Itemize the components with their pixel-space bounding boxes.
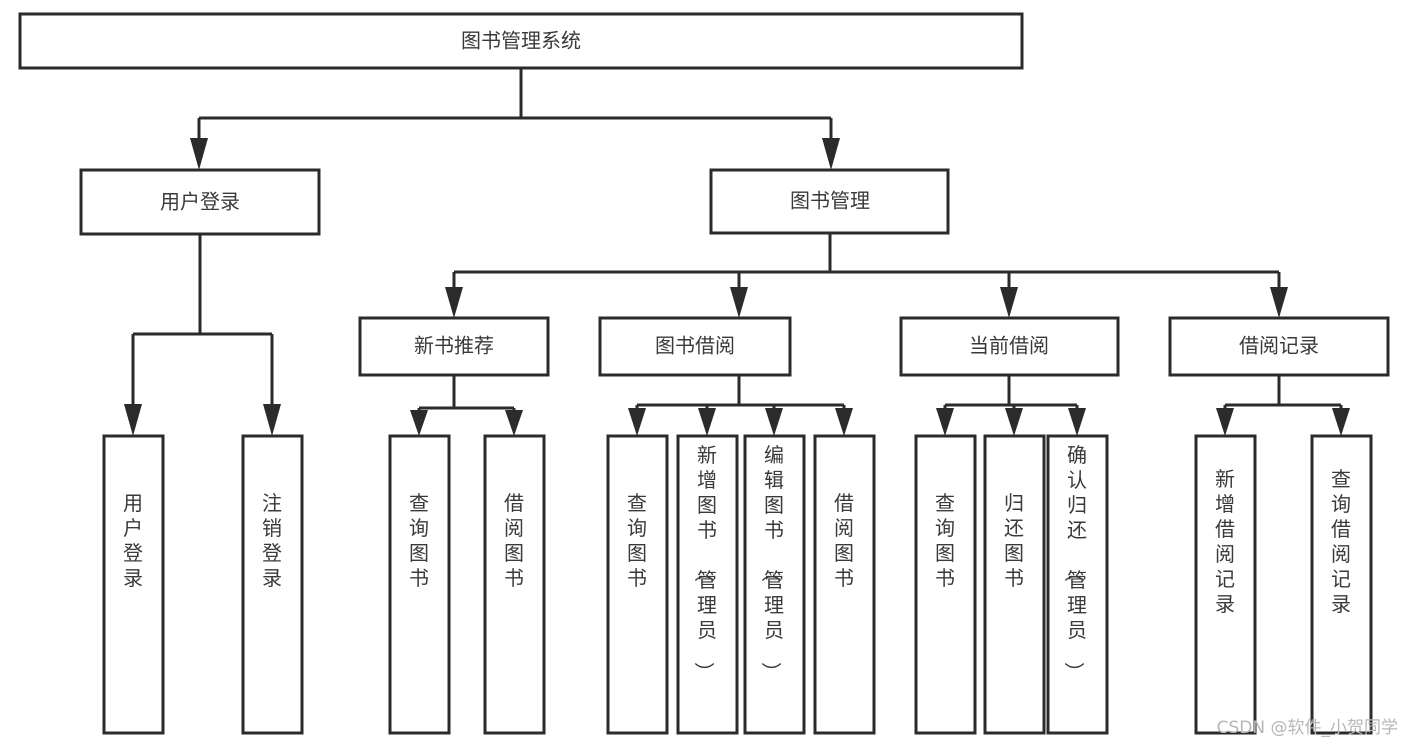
node-borrow-record-box[interactable] <box>1168 316 1390 377</box>
arrow-head-user-login <box>190 138 208 170</box>
leaf-node-borrow-book[interactable]: 借阅图书 <box>813 434 876 735</box>
leaf-node-logout-label: 注销登录 <box>262 491 282 590</box>
arrow-head-leaf-edit-book <box>765 408 783 436</box>
leaf-node-borrow-book-label: 借阅图书 <box>834 491 854 590</box>
leaf-node-return-book[interactable]: 归还图书 <box>983 434 1046 735</box>
arrow-head-leaf-borrow-book-rec <box>505 410 523 436</box>
leaf-node-query-book-rec[interactable]: 查询图书 <box>388 434 451 735</box>
node-new-book-rec-box[interactable] <box>358 316 550 377</box>
arrow-head-book-borrow <box>730 287 748 318</box>
leaf-node-edit-book-box[interactable] <box>743 434 806 735</box>
leaf-node-query-book-borrow-box[interactable] <box>606 434 669 735</box>
leaf-node-return-book-box[interactable] <box>983 434 1046 735</box>
leaf-node-borrow-book-rec[interactable]: 借阅图书 <box>483 434 546 735</box>
leaf-node-query-book-borrow[interactable]: 查询图书 <box>606 434 669 735</box>
arrow-head-leaf-user-login <box>124 404 142 436</box>
node-user-login-label: 用户登录 <box>160 190 240 214</box>
node-book-manage-label: 图书管理 <box>790 189 870 213</box>
leaf-node-add-book[interactable]: 新增图书（管理员） <box>676 434 739 735</box>
leaf-node-query-record-label: 查询借阅记录 <box>1331 467 1351 616</box>
node-user-login[interactable]: 用户登录 <box>79 168 321 236</box>
leaf-node-add-book-box[interactable] <box>676 434 739 735</box>
leaf-node-user-login[interactable]: 用户登录 <box>102 434 165 735</box>
node-book-manage[interactable]: 图书管理 <box>709 168 950 235</box>
node-book-borrow-label: 图书借阅 <box>655 334 735 358</box>
leaf-node-confirm-return[interactable]: 确认归还（管理员） <box>1046 434 1109 735</box>
arrow-head-leaf-confirm-return <box>1068 408 1086 436</box>
leaf-node-confirm-return-box[interactable] <box>1046 434 1109 735</box>
arrow-head-current-borrow <box>1000 287 1018 318</box>
leaf-node-query-book-current-label: 查询图书 <box>935 491 955 590</box>
arrow-head-leaf-borrow-book <box>835 408 853 436</box>
leaf-node-query-record[interactable]: 查询借阅记录 <box>1310 434 1373 735</box>
connector-layer <box>124 68 1350 436</box>
node-current-borrow-label: 当前借阅 <box>969 334 1049 358</box>
leaf-node-add-record-box[interactable] <box>1194 434 1257 735</box>
node-borrow-record[interactable]: 借阅记录 <box>1168 316 1390 377</box>
leaf-node-query-book-current[interactable]: 查询图书 <box>914 434 977 735</box>
leaf-node-query-book-rec-label: 查询图书 <box>409 491 429 590</box>
node-current-borrow-box[interactable] <box>899 316 1120 377</box>
arrow-head-leaf-query-book-borrow <box>628 408 646 436</box>
node-book-manage-box[interactable] <box>709 168 950 235</box>
node-book-borrow-box[interactable] <box>598 316 792 377</box>
arrow-head-leaf-query-book-rec <box>410 410 428 436</box>
leaf-node-add-record[interactable]: 新增借阅记录 <box>1194 434 1257 735</box>
node-current-borrow[interactable]: 当前借阅 <box>899 316 1120 377</box>
arrow-head-book-manage <box>822 138 840 170</box>
arrow-head-leaf-add-book <box>698 408 716 436</box>
leaf-node-query-book-borrow-label: 查询图书 <box>627 491 647 590</box>
arrow-head-leaf-query-record <box>1332 408 1350 436</box>
node-new-book-rec-label: 新书推荐 <box>414 334 494 358</box>
node-new-book-rec[interactable]: 新书推荐 <box>358 316 550 377</box>
leaf-node-logout-box[interactable] <box>241 434 304 735</box>
node-root-label: 图书管理系统 <box>461 29 581 53</box>
arrow-head-leaf-add-record <box>1216 408 1234 436</box>
leaf-node-add-book-label: 新增图书（管理员） <box>692 443 717 682</box>
leaf-node-user-login-box[interactable] <box>102 434 165 735</box>
leaf-node-edit-book-label: 编辑图书（管理员） <box>759 443 784 682</box>
leaf-node-query-book-current-box[interactable] <box>914 434 977 735</box>
node-root-box[interactable] <box>18 12 1024 70</box>
watermark-label: CSDN @软件_小贺同学 <box>1217 718 1398 738</box>
node-book-borrow[interactable]: 图书借阅 <box>598 316 792 377</box>
leaf-node-return-book-label: 归还图书 <box>1004 491 1024 590</box>
leaf-node-borrow-book-rec-label: 借阅图书 <box>504 491 524 590</box>
leaf-node-query-record-box[interactable] <box>1310 434 1373 735</box>
arrow-head-leaf-return-book <box>1005 408 1023 436</box>
node-user-login-box[interactable] <box>79 168 321 236</box>
leaf-node-query-book-rec-box[interactable] <box>388 434 451 735</box>
leaf-node-borrow-book-rec-box[interactable] <box>483 434 546 735</box>
leaf-node-logout[interactable]: 注销登录 <box>241 434 304 735</box>
leaf-node-add-record-label: 新增借阅记录 <box>1215 467 1235 616</box>
arrow-head-new-book-rec <box>445 287 463 318</box>
leaf-node-user-login-label: 用户登录 <box>123 491 143 590</box>
arrow-head-borrow-record <box>1270 287 1288 318</box>
leaf-node-edit-book[interactable]: 编辑图书（管理员） <box>743 434 806 735</box>
node-borrow-record-label: 借阅记录 <box>1239 334 1319 358</box>
node-root[interactable]: 图书管理系统 <box>18 12 1024 70</box>
leaf-node-confirm-return-label: 确认归还（管理员） <box>1062 443 1087 682</box>
arrow-head-leaf-logout <box>263 404 281 436</box>
leaf-node-borrow-book-box[interactable] <box>813 434 876 735</box>
arrow-head-leaf-query-book-current <box>936 408 954 436</box>
